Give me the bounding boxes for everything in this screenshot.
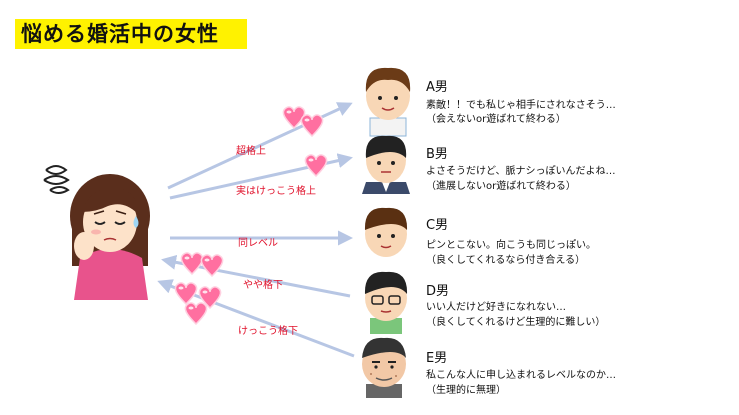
man-e-comment: 私こんな人に申し込まれるレベルなのか… — [426, 370, 616, 381]
page-title: 悩める婚活中の女性 — [15, 19, 247, 49]
man-a-comment: 素敵！！でも私じゃ相手にされなさそう… — [426, 100, 616, 111]
man-d-avatar — [364, 271, 408, 334]
heart-icon — [184, 302, 208, 325]
man-b-name: B男 — [426, 147, 448, 162]
heart-icon — [180, 252, 204, 275]
heart-icon — [304, 154, 328, 177]
heart-icons — [174, 106, 328, 325]
man-e-name: E男 — [426, 351, 448, 366]
man-b-avatar — [362, 135, 410, 194]
heart-icon — [200, 254, 224, 277]
man-e-outcome: （生理的に無理） — [426, 385, 506, 396]
arrow-label-c: 同レベル — [238, 238, 278, 249]
heart-icon — [174, 282, 198, 305]
woman-illustration — [43, 165, 150, 300]
man-e-avatar — [362, 337, 406, 398]
arrow-label-a: 超格上 — [236, 146, 266, 157]
man-c-name: C男 — [426, 218, 449, 233]
worry-scribble-icon — [43, 165, 70, 194]
man-a-name: A男 — [426, 80, 448, 95]
man-c-comment: ピンとこない。向こうも同じっぽい。 — [426, 240, 596, 251]
arrow-label-b: 実はけっこう格上 — [236, 186, 316, 197]
heart-icon — [300, 114, 324, 137]
man-d-name: D男 — [426, 284, 450, 299]
arrow-label-e: けっこう格下 — [238, 326, 298, 337]
man-d-outcome: （良くしてくれるけど生理的に難しい） — [426, 317, 606, 328]
man-c-outcome: （良くしてくれるなら付き合える） — [426, 255, 586, 266]
man-a-avatar — [365, 67, 411, 137]
man-d-comment: いい人だけど好きになれない… — [426, 302, 566, 313]
man-a-outcome: （会えないor遊ばれて終わる） — [426, 114, 566, 125]
man-b-comment: よさそうだけど、脈ナシっぽいんだよね… — [426, 166, 616, 177]
man-b-outcome: （進展しないor遊ばれて終わる） — [426, 181, 576, 192]
arrow-label-d: やや格下 — [243, 280, 283, 291]
man-c-avatar — [364, 207, 408, 257]
